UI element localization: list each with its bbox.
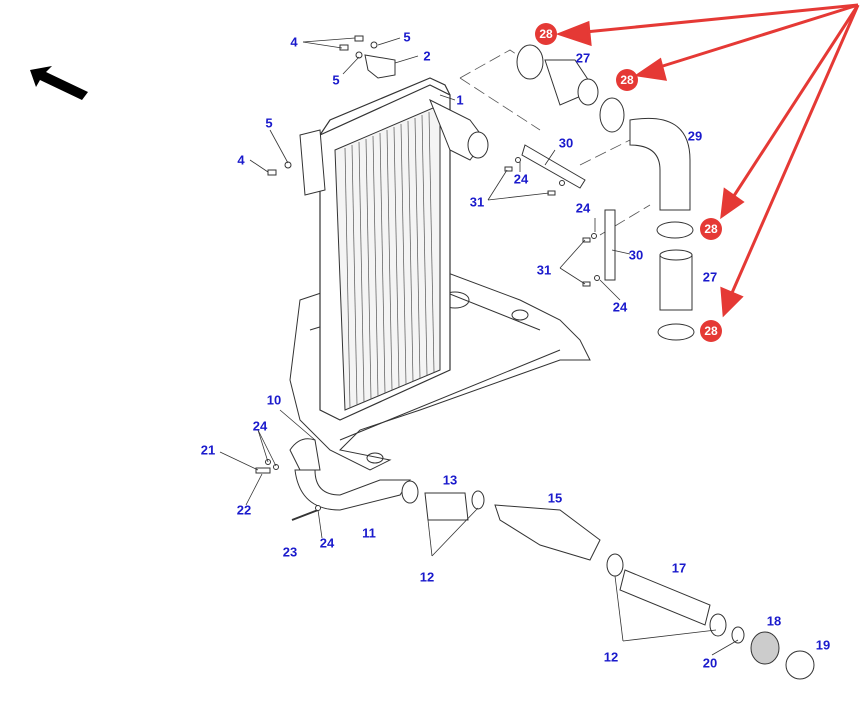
callout-12[interactable]: 12 [603, 649, 619, 665]
support-brackets-30 [521, 144, 616, 281]
highlight-badge-28[interactable]: 28 [700, 320, 722, 342]
front-direction-arrow-icon [30, 66, 88, 100]
callout-27[interactable]: 27 [702, 269, 718, 285]
small-fasteners [504, 157, 600, 287]
callout-13[interactable]: 13 [442, 472, 458, 488]
callout-17[interactable]: 17 [671, 560, 687, 576]
callout-24[interactable]: 24 [575, 200, 591, 216]
callout-5[interactable]: 5 [332, 72, 340, 88]
upper-hose-assembly [516, 44, 695, 341]
callout-27[interactable]: 27 [575, 50, 591, 66]
callout-15[interactable]: 15 [547, 490, 563, 506]
callout-10[interactable]: 10 [266, 392, 282, 408]
intercooler-core [299, 77, 451, 421]
bracket-2 [364, 54, 396, 79]
callout-24[interactable]: 24 [319, 535, 335, 551]
callout-1[interactable]: 1 [456, 92, 464, 108]
callout-30[interactable]: 30 [558, 135, 574, 151]
callout-2[interactable]: 2 [423, 48, 431, 64]
callout-29[interactable]: 29 [687, 128, 703, 144]
callout-4[interactable]: 4 [237, 152, 245, 168]
highlight-badge-28[interactable]: 28 [535, 23, 557, 45]
callout-12[interactable]: 12 [419, 569, 435, 585]
tank-outlet-pipe [429, 98, 489, 161]
callout-22[interactable]: 22 [236, 502, 252, 518]
callout-18[interactable]: 18 [766, 613, 782, 629]
callout-24[interactable]: 24 [252, 418, 268, 434]
leader-lines [219, 37, 739, 656]
callout-4[interactable]: 4 [290, 34, 298, 50]
callout-23[interactable]: 23 [282, 544, 298, 560]
callout-5[interactable]: 5 [403, 29, 411, 45]
callout-19[interactable]: 19 [815, 637, 831, 653]
callout-24[interactable]: 24 [513, 171, 529, 187]
callout-31[interactable]: 31 [469, 194, 485, 210]
bolts-top [267, 35, 378, 176]
highlight-arrows [555, 3, 860, 318]
callout-30[interactable]: 30 [628, 247, 644, 263]
highlight-badge-28[interactable]: 28 [616, 69, 638, 91]
callout-31[interactable]: 31 [536, 262, 552, 278]
callout-20[interactable]: 20 [702, 655, 718, 671]
callout-11[interactable]: 11 [362, 525, 376, 541]
callout-5[interactable]: 5 [265, 115, 273, 131]
lower-hose-assembly [289, 438, 815, 680]
highlight-badge-28[interactable]: 28 [700, 218, 722, 240]
callout-24[interactable]: 24 [612, 299, 628, 315]
callout-21[interactable]: 21 [200, 442, 216, 458]
